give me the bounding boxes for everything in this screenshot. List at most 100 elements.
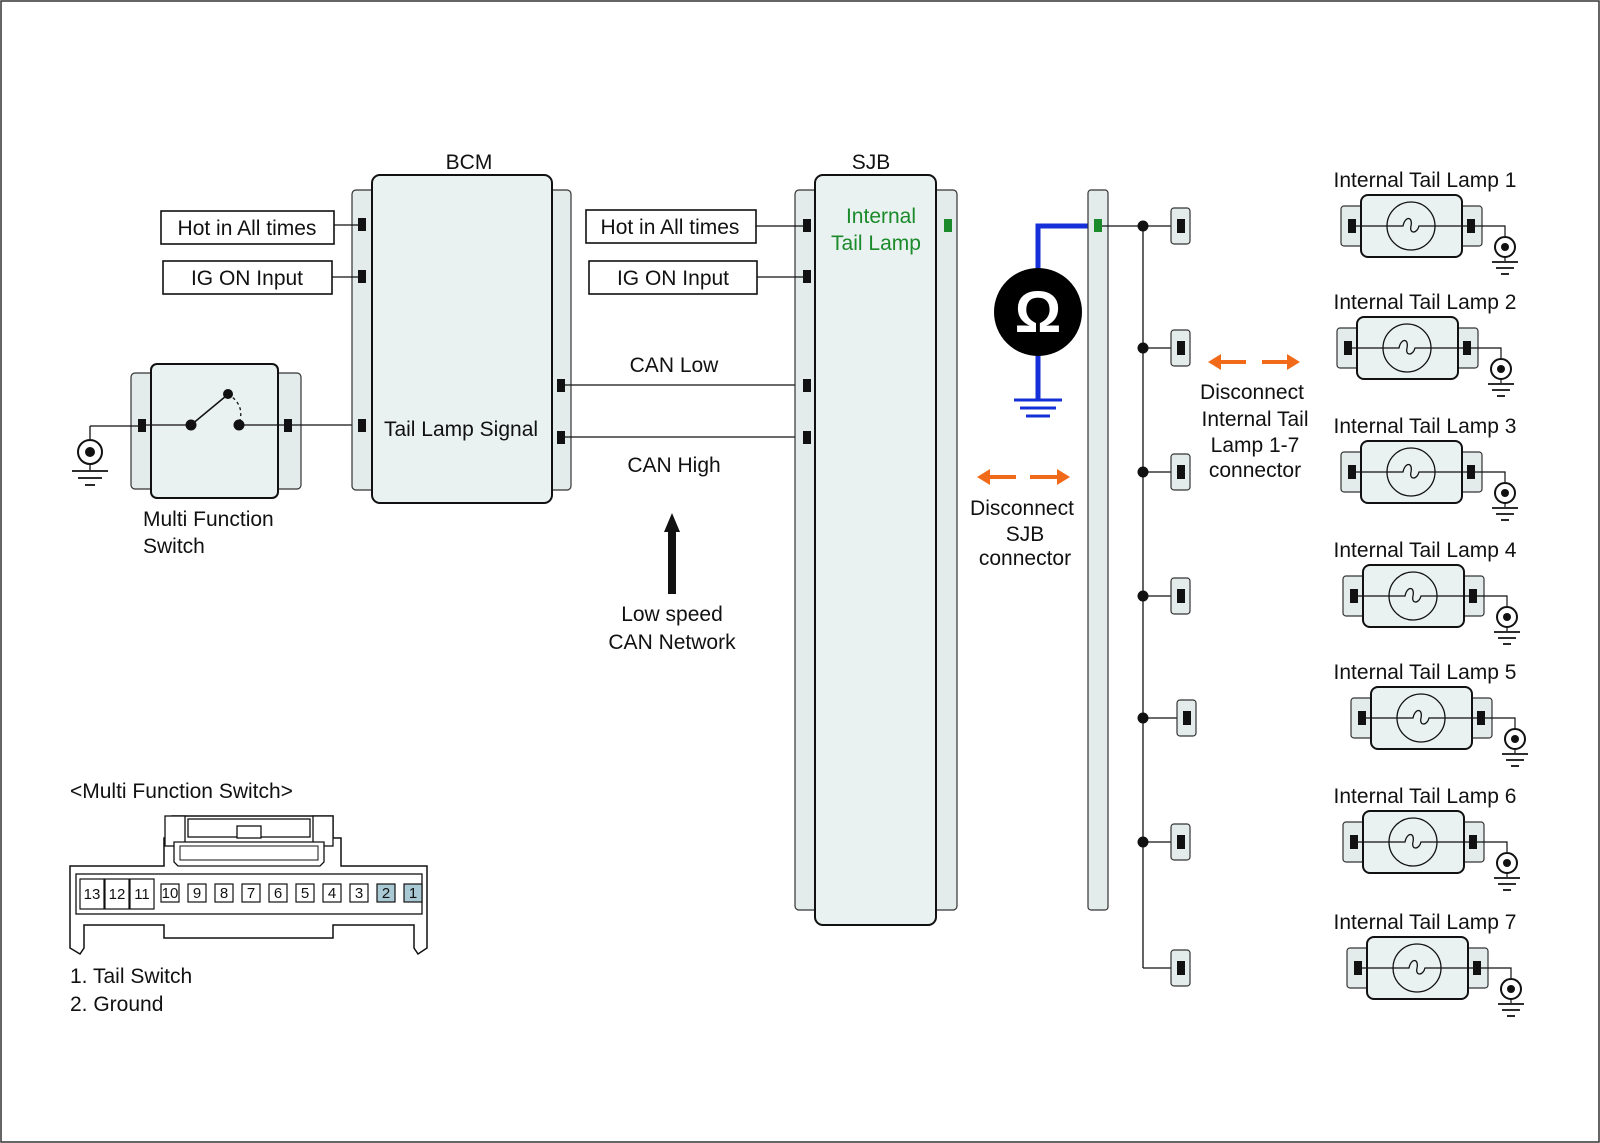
sjb-hot-input: Hot in All times <box>585 209 803 244</box>
sjb-ig-label: IG ON Input <box>617 267 729 290</box>
lamp-3-harness-pin <box>1177 465 1185 479</box>
sjb-ig-input: IG ON Input <box>588 260 803 295</box>
sjb-module: SJB Internal Tail Lamp <box>794 151 958 926</box>
sjb-pin-can-low <box>803 379 811 392</box>
connector-pin-3 <box>349 883 369 903</box>
lamp-7-harness-pin <box>1177 961 1185 975</box>
connector-pin-6-label: 6 <box>274 885 282 902</box>
lamp-4-label: Internal Tail Lamp 4 <box>1334 539 1517 562</box>
can-network-line1: Low speed <box>621 603 723 626</box>
lamp-1-pin-left <box>1348 219 1356 233</box>
bcm-hot-input: Hot in All times <box>160 210 358 245</box>
connector-pin-8-label: 8 <box>220 885 228 902</box>
disconnect-sjb-line1: Disconnect <box>970 497 1074 520</box>
lamp-6-ground-dot <box>1503 859 1511 867</box>
disconnect-lamps-line3: Lamp 1-7 <box>1211 434 1300 457</box>
can-bus: CAN Low CAN High Low speed CAN Network <box>565 354 804 654</box>
lamp-4-ground-wire <box>1477 595 1508 606</box>
sjb-ig-box <box>588 260 758 295</box>
disconnect-sjb-group: Disconnect SJB connector <box>970 469 1074 570</box>
disconnect-sjb-arrow-right-head <box>1057 469 1070 485</box>
sjb-hot-box <box>585 209 757 244</box>
lamp-2-pin-left <box>1344 341 1352 355</box>
bcm-hot-box <box>160 210 335 245</box>
switch-ground-symbol <box>72 425 138 486</box>
lamp-6-label: Internal Tail Lamp 6 <box>1334 785 1517 808</box>
lamp-7-ground-wire <box>1481 967 1512 978</box>
lamp-6-pin-left <box>1350 835 1358 849</box>
ground-dot <box>85 447 95 457</box>
lamp-4-harness-pin <box>1177 589 1185 603</box>
lamp-5-label: Internal Tail Lamp 5 <box>1334 661 1517 684</box>
bcm-body <box>371 174 553 504</box>
ohm-icon: Ω <box>1015 280 1062 345</box>
connector-pin-4-label: 4 <box>328 885 336 902</box>
switch-blade <box>190 395 227 426</box>
switch-travel-arc <box>227 393 242 421</box>
sjb-pin-hot <box>803 219 811 232</box>
lamp-1: Internal Tail Lamp 1 <box>1170 169 1518 275</box>
lamp-3-pin-left <box>1348 465 1356 479</box>
connector-pin-10 <box>160 883 180 903</box>
can-network-line2: CAN Network <box>608 631 736 654</box>
disconnect-sjb-line3: connector <box>979 547 1071 570</box>
connector-pin-11 <box>129 878 155 910</box>
lamp-4-ground-dot <box>1503 613 1511 621</box>
lamp-5-pin-left <box>1358 711 1366 725</box>
connector-pin-12 <box>104 878 130 910</box>
lamp-2-filament-icon <box>1383 339 1431 355</box>
lamp-2-pin-right <box>1463 341 1471 355</box>
sjb-internal-tail-line2: Tail Lamp <box>831 232 921 255</box>
disconnect-lamps-line4: connector <box>1209 459 1301 482</box>
connector-title: <Multi Function Switch> <box>70 780 293 803</box>
lamp-4-pin-left <box>1350 589 1358 603</box>
bcm-tail-lamp-signal: Tail Lamp Signal <box>384 418 538 441</box>
bcm-hot-label: Hot in All times <box>178 217 317 240</box>
can-network-arrow-shaft <box>668 530 676 594</box>
lamp-2-label: Internal Tail Lamp 2 <box>1334 291 1517 314</box>
switch-pin-left <box>138 419 146 432</box>
disconnect-lamps-group: Disconnect Internal Tail Lamp 1-7 connec… <box>1200 354 1309 482</box>
connector-pin-10-label: 10 <box>162 885 179 902</box>
connector-pin-13-label: 13 <box>84 886 101 903</box>
connector-pin-12-label: 12 <box>109 886 126 903</box>
connector-inner-groove <box>179 845 319 861</box>
connector-pin-6 <box>268 883 288 903</box>
lamp-list: Internal Tail Lamp 1 Internal Tail Lamp 2… <box>1170 169 1528 1017</box>
bcm-pin-can-low <box>557 379 565 392</box>
disconnect-lamps-line1: Disconnect <box>1200 381 1304 404</box>
can-low-label: CAN Low <box>630 354 720 377</box>
connector-pin-2 <box>376 883 396 903</box>
switch-contact-right <box>233 419 245 431</box>
lamp-7-pin-right <box>1473 961 1481 975</box>
switch-body <box>150 363 279 499</box>
lamp-1-filament-icon <box>1387 217 1435 233</box>
sjb-hot-label: Hot in All times <box>601 216 740 239</box>
sjb-title: SJB <box>852 151 891 174</box>
sjb-pin-tail-output <box>944 219 952 232</box>
connector-pin-8 <box>214 883 234 903</box>
bcm-ig-label: IG ON Input <box>191 267 303 290</box>
lamp-7-ground-dot <box>1507 985 1515 993</box>
lamp-5-filament-icon <box>1397 709 1445 725</box>
lamp-6-pin-right <box>1469 835 1477 849</box>
lamp-bus <box>1102 220 1182 969</box>
lamp-1-ground-wire <box>1475 225 1506 236</box>
lamp-4-filament-icon <box>1389 587 1437 603</box>
multi-function-switch: Multi Function Switch <box>130 363 302 558</box>
lamp-5-harness-pin <box>1183 711 1191 725</box>
lamp-2-harness-pin <box>1177 341 1185 355</box>
ohmmeter-body <box>994 268 1082 356</box>
lamp-6-ground-wire <box>1477 841 1508 852</box>
sjb-connector-pin <box>1094 219 1102 232</box>
connector-pin-5-label: 5 <box>301 885 309 902</box>
bcm-ig-input: IG ON Input <box>162 260 358 295</box>
lamp-7-filament-icon <box>1393 959 1441 975</box>
connector-pin-1-label: 1 <box>409 885 417 902</box>
switch-label-line2: Switch <box>143 535 205 558</box>
disconnect-lamps-arrow-right-head <box>1287 354 1300 370</box>
lamp-1-ground-dot <box>1501 243 1509 251</box>
lamp-7-label: Internal Tail Lamp 7 <box>1334 911 1517 934</box>
